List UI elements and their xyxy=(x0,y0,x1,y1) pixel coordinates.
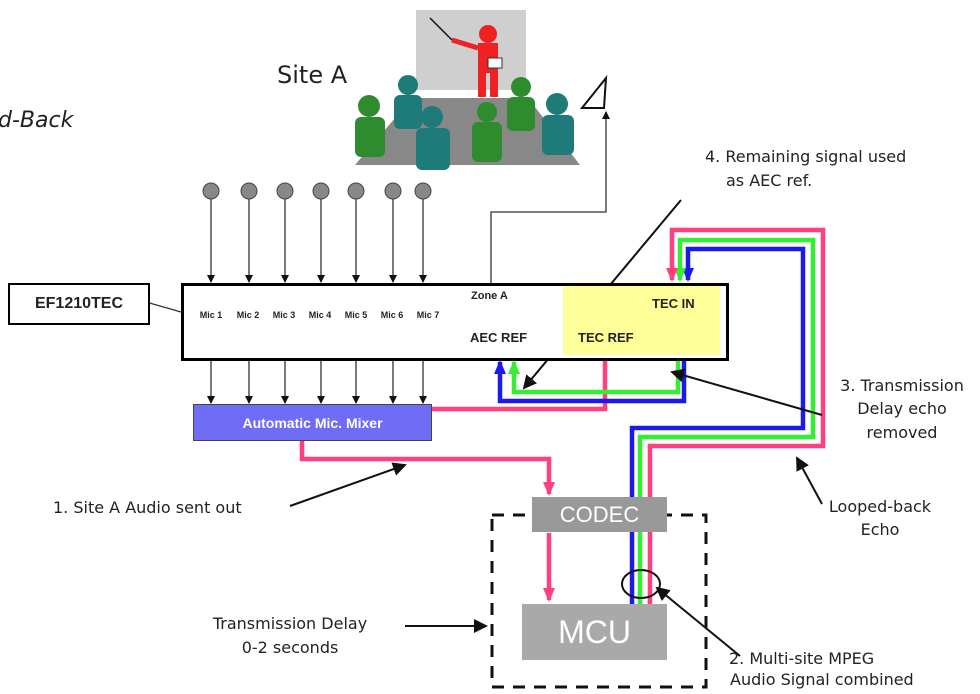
tec-in-label: TEC IN xyxy=(652,296,695,311)
annotation-3-line2: Delay echo xyxy=(857,399,947,418)
annotation-2-line2: Audio Signal combined xyxy=(730,670,914,689)
device-label: EF1210TEC xyxy=(8,283,150,325)
green-path xyxy=(637,237,816,604)
annotation-2-line1: 2. Multi-site MPEG xyxy=(729,649,875,668)
pink-mixer-to-codec xyxy=(299,439,555,496)
transmission-delay-line2: 0-2 seconds xyxy=(241,638,339,657)
mcu-box: MCU xyxy=(522,604,667,660)
site-label: Site A xyxy=(277,61,348,89)
annotation-4-line2: as AEC ref. xyxy=(726,171,813,190)
mic-label-4: Mic 4 xyxy=(308,310,332,320)
site-a-illustration xyxy=(355,10,608,170)
annotation-1: 1. Site A Audio sent out xyxy=(53,498,242,517)
annotation-3-line3: removed xyxy=(866,423,938,442)
annotation-3-line1: 3. Transmission xyxy=(840,376,964,395)
automatic-mic-mixer: Automatic Mic. Mixer xyxy=(193,404,432,441)
mic-label-7: Mic 7 xyxy=(416,310,440,320)
mic-label-2: Mic 2 xyxy=(236,310,260,320)
annotation-4-line1: 4. Remaining signal used xyxy=(705,147,907,166)
looped-back-line2: Echo xyxy=(860,520,900,539)
mic-inputs xyxy=(202,182,432,404)
looped-back-line1: Looped-back xyxy=(828,497,932,516)
mic-label-1: Mic 1 xyxy=(199,310,223,320)
transmission-delay-line1: Transmission Delay xyxy=(212,614,368,633)
tec-ref-label: TEC REF xyxy=(578,330,634,345)
aec-ref-label: AEC REF xyxy=(470,330,528,345)
tec-panel xyxy=(563,286,720,355)
zone-label: Zone A xyxy=(471,290,508,302)
mic-label-5: Mic 5 xyxy=(344,310,368,320)
pink-loop xyxy=(647,227,826,604)
codec-box: CODEC xyxy=(532,497,667,532)
blue-path xyxy=(629,246,806,604)
mic-label-3: Mic 3 xyxy=(272,310,296,320)
mic-label-6: Mic 6 xyxy=(380,310,404,320)
green-return xyxy=(508,356,681,395)
title-partial: d-Back xyxy=(0,108,74,133)
